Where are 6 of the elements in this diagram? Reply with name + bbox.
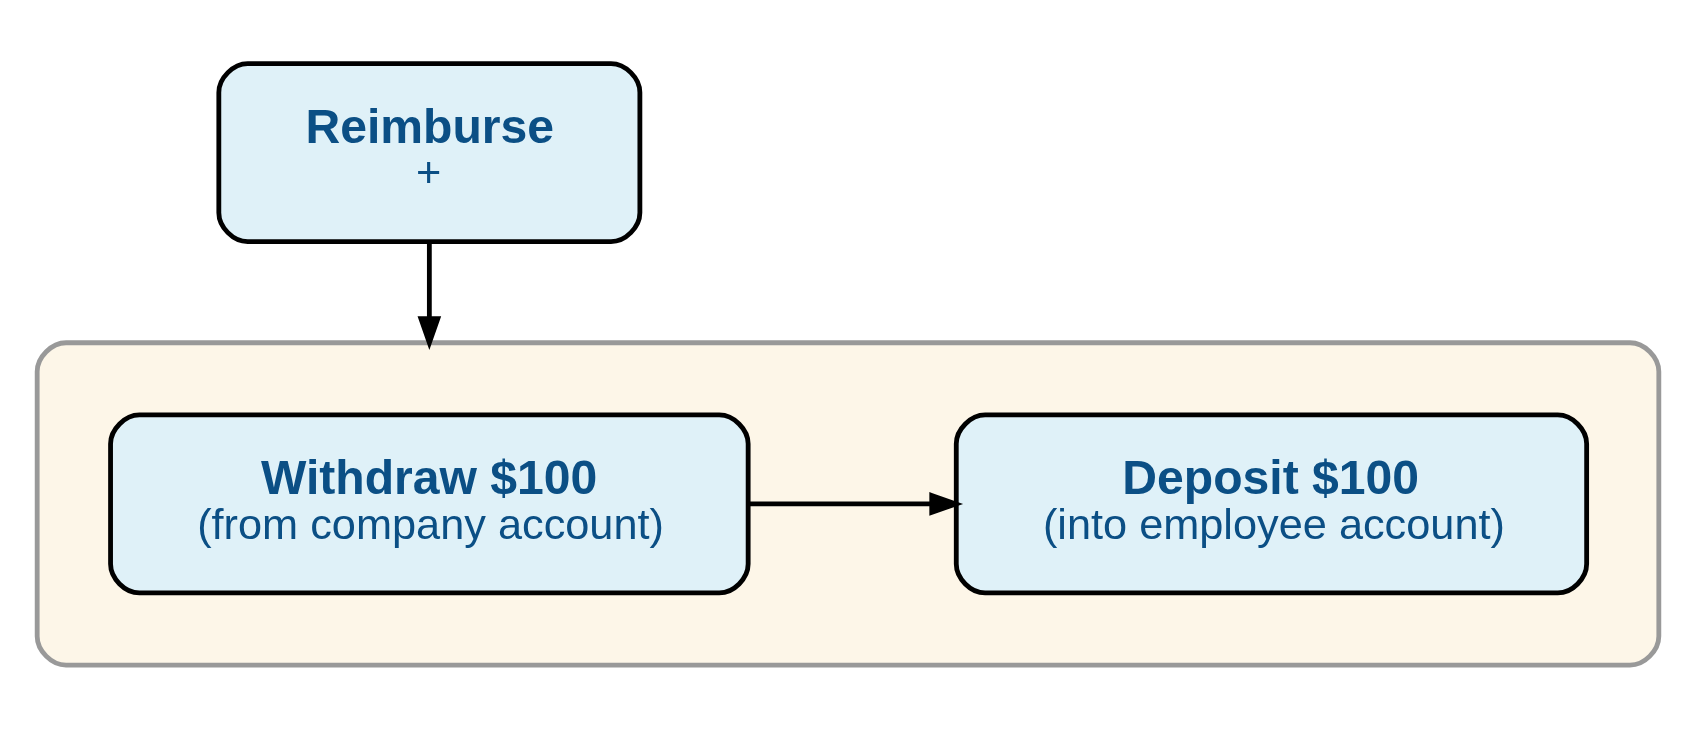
node-box: Reimburse + — [216, 60, 643, 244]
arrow — [417, 242, 442, 350]
arrow — [748, 491, 964, 516]
cluster — [34, 339, 1662, 668]
node-box: Deposit $100 (into employee account) — [953, 412, 1590, 595]
node-box: Withdraw $100 (from company account) — [108, 412, 751, 595]
